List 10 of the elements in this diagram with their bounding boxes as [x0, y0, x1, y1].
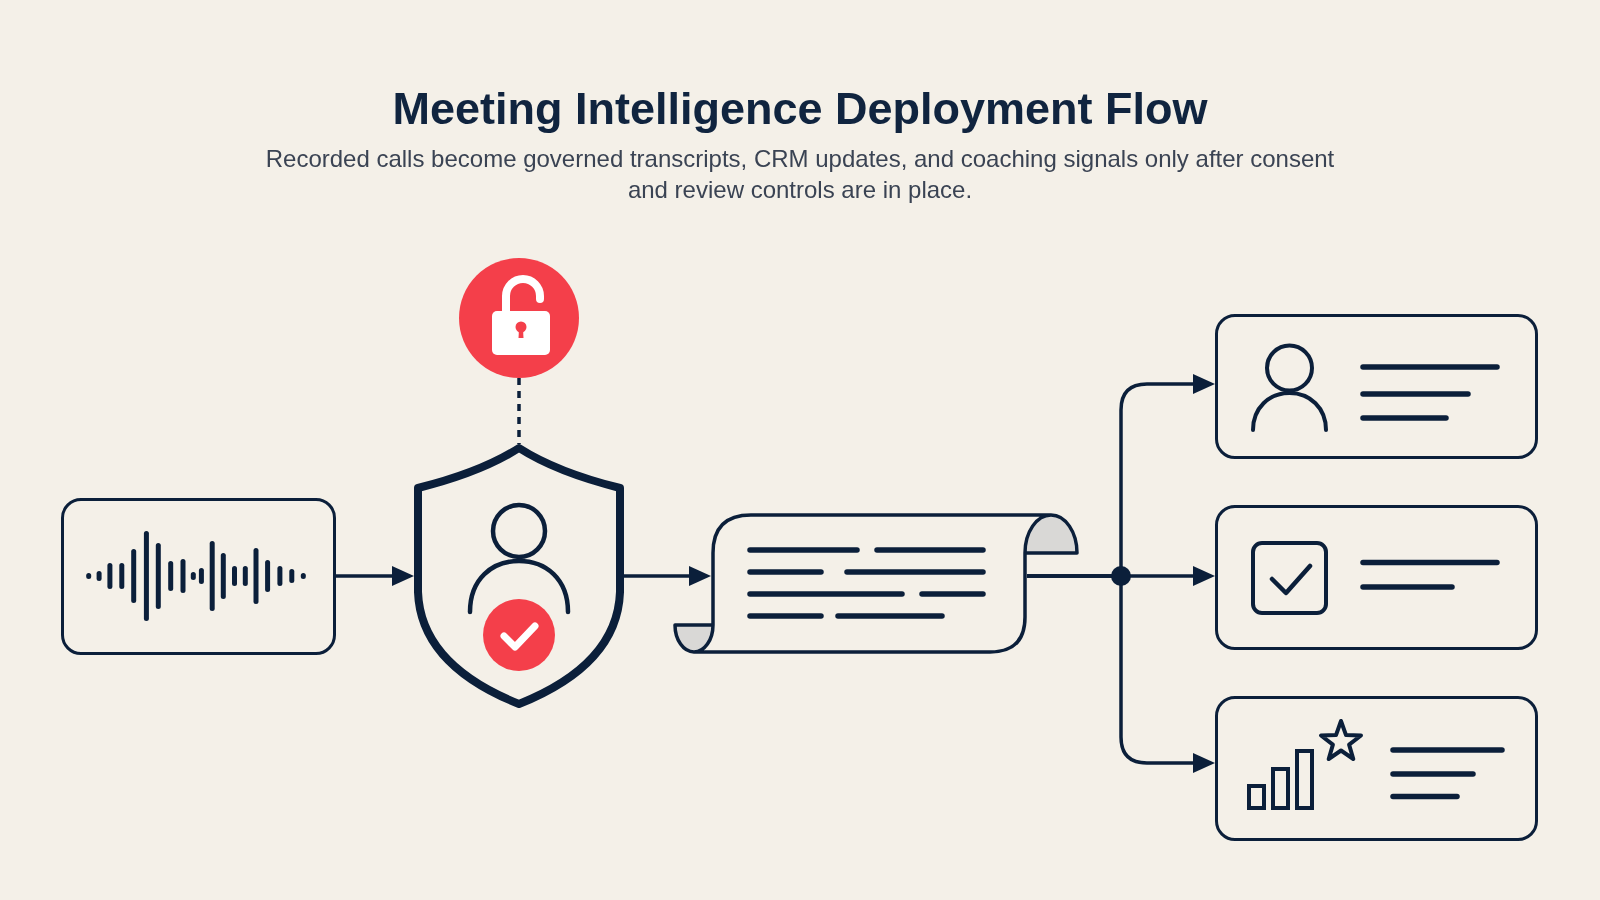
waveform-card [61, 498, 336, 655]
dashed-connector [517, 378, 521, 444]
card [1215, 314, 1538, 459]
subtitle: Recorded calls become governed transcripts, CRM updates, and coaching signals only after consent and review controls are in place. [264, 144, 1336, 205]
arrow [336, 566, 414, 586]
arrow [624, 566, 711, 586]
card [1215, 505, 1538, 650]
arrow [1027, 574, 1215, 773]
card [1215, 696, 1538, 841]
title: Meeting Intelligence Deployment Flow [392, 82, 1208, 136]
